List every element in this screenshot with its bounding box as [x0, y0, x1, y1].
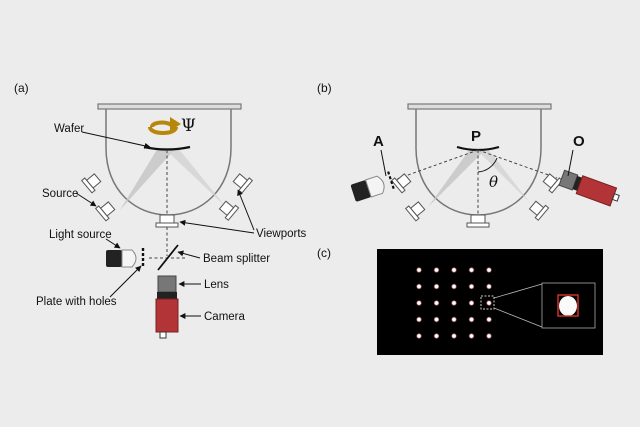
arrow-beam-splitter: [177, 250, 201, 259]
grid-spot: [470, 334, 473, 338]
panel-a-tag: (a): [14, 81, 29, 95]
source-beam-cone-b: [428, 149, 486, 207]
grid-spot: [435, 318, 438, 321]
light-source-icon-b: [350, 171, 396, 202]
panel-c: (c): [317, 246, 603, 355]
label-point-a: A: [373, 133, 384, 150]
wafer-b: [456, 145, 500, 152]
port-right-upper-b: [542, 173, 564, 194]
grid-spot: [452, 334, 456, 338]
grid-spot: [435, 285, 438, 288]
panel-b: (b): [317, 81, 620, 228]
zoom-line-top: [493, 283, 543, 299]
grid-spot: [452, 285, 456, 288]
label-light-source: Light source: [49, 229, 112, 241]
grid-spot: [417, 268, 421, 272]
dot-grid: [416, 267, 492, 339]
chamber-a: [97, 103, 242, 216]
label-beam-splitter: Beam splitter: [203, 253, 270, 265]
port-bottom-b: [466, 214, 490, 228]
grid-spot: [417, 318, 421, 321]
psi-symbol: Ψ: [181, 116, 196, 136]
grid-spot: [487, 268, 491, 272]
grid-spot: [435, 301, 438, 305]
zoomed-spot: [559, 296, 577, 316]
grid-spot: [452, 268, 456, 272]
grid-spot: [435, 334, 438, 338]
panel-b-tag: (b): [317, 81, 332, 95]
arrow-viewports-upper: [237, 189, 255, 231]
camera-icon-b: [558, 169, 620, 207]
source-beam-cone: [120, 148, 176, 210]
port-left-upper: [80, 173, 102, 194]
chamber-b: [407, 103, 552, 216]
zoom-selection-box: [480, 295, 495, 310]
grid-spot: [470, 301, 473, 305]
leader-o: [567, 149, 574, 177]
chamber-lid-b: [407, 103, 552, 110]
grid-spot: [417, 301, 421, 305]
line-po: [477, 149, 558, 179]
arrow-source: [75, 192, 97, 207]
arrow-light-source: [105, 238, 121, 249]
label-lens: Lens: [204, 279, 229, 291]
grid-spot: [470, 285, 473, 288]
rotation-arrow-icon: [148, 117, 181, 135]
arrow-wafer: [81, 131, 151, 149]
grid-spot: [417, 285, 421, 288]
label-point-p: P: [471, 128, 481, 145]
label-wafer: Wafer: [54, 123, 84, 135]
port-left-lower-b: [404, 201, 426, 222]
grid-spot: [487, 285, 491, 288]
highlight-box: [557, 294, 579, 317]
grid-spot: [417, 334, 421, 338]
label-point-o: O: [573, 133, 585, 150]
port-right-upper: [232, 173, 254, 194]
grid-spot: [470, 318, 473, 321]
grid-spot: [487, 318, 491, 321]
label-plate-with-holes: Plate with holes: [36, 296, 117, 308]
grid-spot: [487, 334, 491, 338]
arrow-plate-with-holes: [109, 265, 142, 298]
lens-icon: [157, 275, 177, 293]
chamber-lid: [97, 103, 242, 110]
label-viewports: Viewports: [256, 228, 307, 240]
port-right-lower-b: [528, 200, 550, 221]
light-source-icon: [106, 249, 137, 268]
port-left-upper-b: [390, 173, 412, 194]
panel-a: (a) Ψ: [14, 81, 307, 339]
panel-c-tag: (c): [317, 246, 331, 260]
reflected-beam-cone: [164, 148, 226, 207]
grid-spot: [452, 301, 456, 305]
grid-spot: [470, 268, 473, 272]
port-bottom: [155, 214, 179, 228]
theta-arc: [477, 157, 498, 173]
grid-spot: [435, 268, 438, 272]
camera-icon: [155, 292, 179, 339]
grid-spot: [487, 301, 491, 305]
label-source: Source: [42, 188, 78, 200]
port-right-lower: [218, 200, 240, 221]
arrow-viewports-lower: [179, 219, 255, 234]
theta-symbol: θ: [489, 173, 498, 191]
grid-spot: [452, 318, 456, 321]
port-left-lower: [94, 201, 116, 222]
leader-a: [380, 149, 387, 177]
reflected-beam-cone-b: [476, 149, 530, 203]
zoom-line-bottom: [493, 307, 543, 328]
line-pa: [393, 149, 479, 181]
label-camera: Camera: [204, 311, 246, 323]
beam-splitter: [157, 244, 179, 271]
